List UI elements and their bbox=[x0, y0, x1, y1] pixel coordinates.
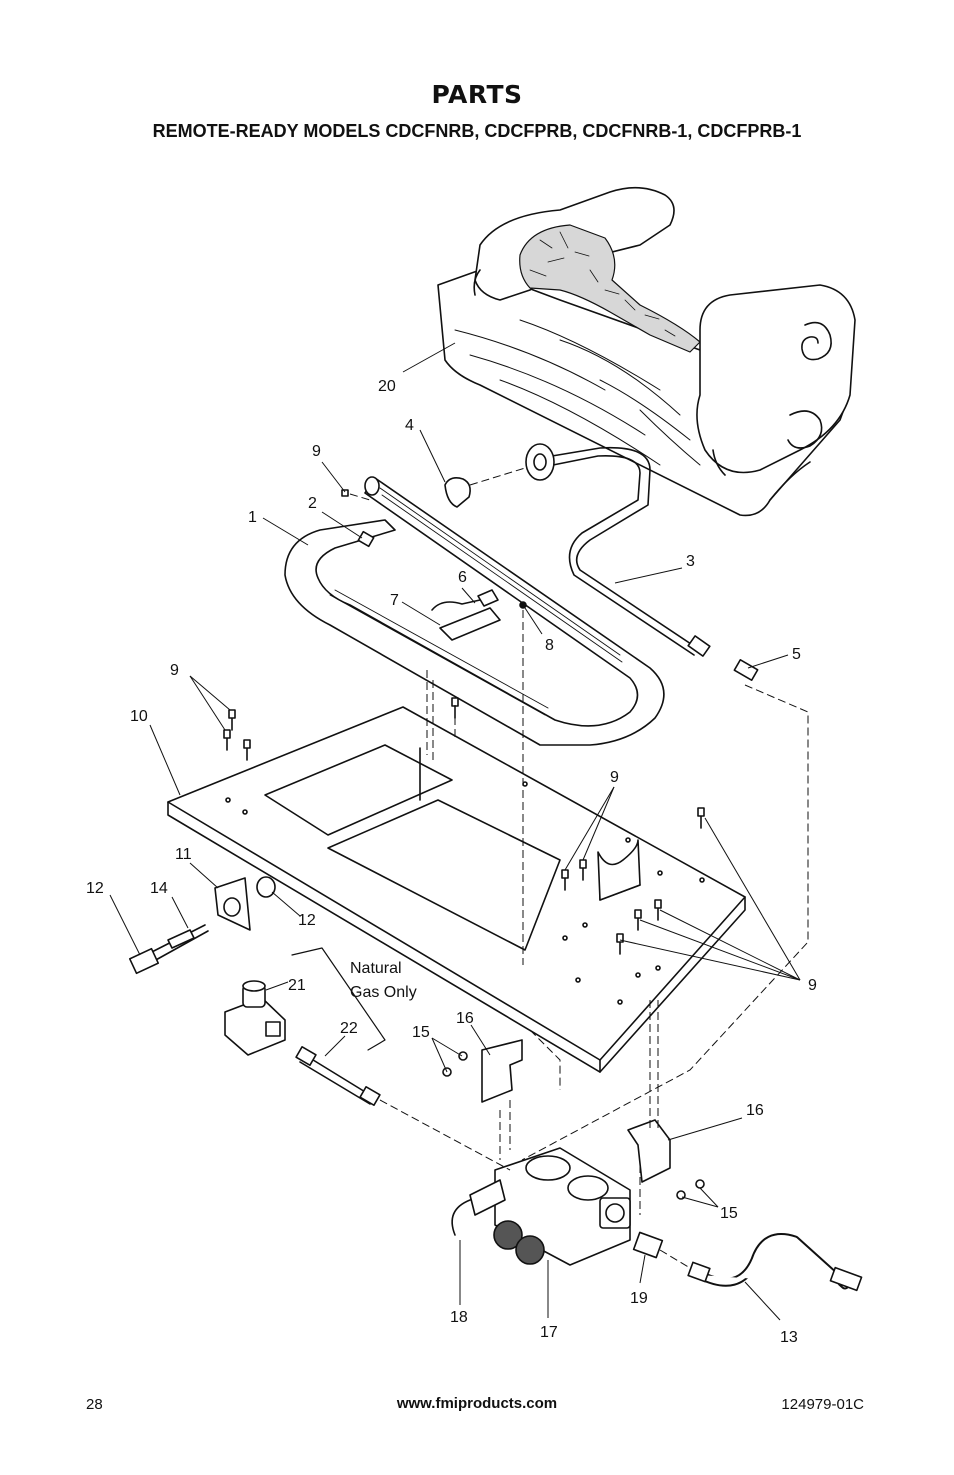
callout-5: 5 bbox=[792, 646, 801, 663]
fitting bbox=[733, 659, 759, 681]
callout-22: 22 bbox=[340, 1020, 358, 1037]
callout-13: 13 bbox=[780, 1329, 798, 1346]
flex-connector bbox=[687, 1233, 863, 1292]
orifice bbox=[357, 530, 375, 548]
note-natural-gas-line2: Gas Only bbox=[350, 984, 417, 1001]
burner-pan bbox=[167, 706, 746, 1073]
pilot-assembly bbox=[431, 589, 527, 641]
callout-9: 9 bbox=[808, 977, 817, 994]
callout-9: 9 bbox=[610, 769, 619, 786]
callout-14: 14 bbox=[150, 880, 168, 897]
fitting bbox=[632, 1231, 664, 1259]
gas-line bbox=[525, 443, 711, 657]
burner bbox=[284, 476, 665, 746]
callout-2: 2 bbox=[308, 495, 317, 512]
regulator bbox=[224, 980, 286, 1056]
callout-18: 18 bbox=[450, 1309, 468, 1326]
callout-3: 3 bbox=[686, 553, 695, 570]
website-link[interactable]: www.fmiproducts.com bbox=[396, 1395, 558, 1412]
callout-20: 20 bbox=[378, 378, 396, 395]
page-title: PARTS bbox=[431, 80, 523, 109]
pipe bbox=[295, 1046, 381, 1106]
callout-21: 21 bbox=[288, 977, 306, 994]
page-number: 28 bbox=[86, 1396, 103, 1413]
callout-19: 19 bbox=[630, 1290, 648, 1307]
gas-valve bbox=[451, 1147, 631, 1266]
screws bbox=[223, 489, 705, 955]
callout-15: 15 bbox=[412, 1024, 430, 1041]
bracket bbox=[481, 1039, 523, 1103]
nut bbox=[256, 876, 276, 898]
log-set bbox=[437, 186, 856, 517]
callout-7: 7 bbox=[390, 592, 399, 609]
callout-9: 9 bbox=[170, 662, 179, 679]
thermocouple bbox=[128, 924, 209, 975]
callout-17: 17 bbox=[540, 1324, 558, 1341]
bracket bbox=[214, 877, 251, 931]
callout-15: 15 bbox=[720, 1205, 738, 1222]
callout-11: 11 bbox=[175, 846, 192, 863]
document-number: 124979-01C bbox=[781, 1396, 864, 1413]
callout-12: 12 bbox=[86, 880, 104, 897]
callout-4: 4 bbox=[405, 417, 414, 434]
callout-8: 8 bbox=[545, 637, 554, 654]
bracket bbox=[627, 1119, 671, 1183]
callout-9: 9 bbox=[312, 443, 321, 460]
note-natural-gas-line1: Natural bbox=[350, 960, 402, 977]
page-subtitle: REMOTE-READY MODELS CDCFNRB, CDCFPRB, CD… bbox=[152, 121, 802, 141]
callout-6: 6 bbox=[458, 569, 467, 586]
callout-12: 12 bbox=[298, 912, 316, 929]
callout-16: 16 bbox=[746, 1102, 764, 1119]
callout-1: 1 bbox=[248, 509, 257, 526]
bracket bbox=[444, 477, 471, 508]
callout-10: 10 bbox=[130, 708, 148, 725]
callout-16: 16 bbox=[456, 1010, 474, 1027]
